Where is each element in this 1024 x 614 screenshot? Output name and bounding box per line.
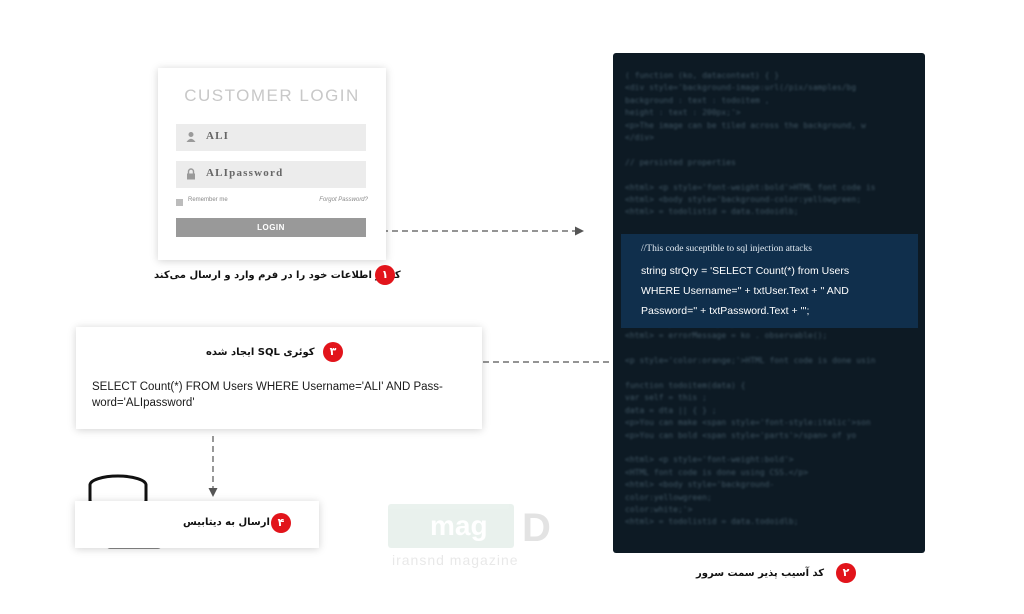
background-code-line: background : text : todoitem , <box>625 95 770 105</box>
watermark-box <box>388 504 514 548</box>
step4-badge: ۴ <box>271 513 291 533</box>
background-code-line: <html> = errorMessage = ko . observable(… <box>625 331 828 341</box>
background-code-line: <p>The image can be tiled across the bac… <box>625 120 866 130</box>
step2-caption: کد آسیب پذیر سمت سرور <box>696 568 825 579</box>
step3-badge: ۳ <box>323 342 343 362</box>
code-comment: //This code suceptible to sql injection … <box>641 244 812 254</box>
background-code-line: color:white;'> <box>625 505 693 514</box>
forgot-password-link[interactable]: Forgot Password? <box>319 197 368 203</box>
background-code-line: // persisted properties <box>625 157 736 167</box>
database-card-label: ارسال به دیتابیس <box>183 517 270 528</box>
watermark-logo: mag D iransnd magazine <box>388 504 568 574</box>
arrowhead-right <box>575 226 584 236</box>
password-field[interactable]: ALIpassword <box>176 161 366 188</box>
login-button[interactable]: LOGIN <box>176 218 366 237</box>
background-code-line: <div style='background-image:url(/pix/sa… <box>625 83 857 93</box>
background-code-line: <p>You can bold <span style='parts'>/spa… <box>625 430 857 440</box>
arrowhead-down <box>208 488 218 497</box>
remember-me-checkbox[interactable] <box>176 199 183 206</box>
background-code-line: <p style='color:orange;'>HTML font code … <box>625 356 876 366</box>
background-code-line: <html> <body style='background-color:yel… <box>625 195 862 204</box>
background-code-line: <html> = todolistid = data.todoidlb; <box>625 207 799 217</box>
remember-me-label: Remember me <box>188 197 228 203</box>
server-code-panel: ( function (ko, datacontext) { } <div st… <box>613 53 925 553</box>
login-form-card: CUSTOMER LOGIN ALI ALIpassword Remember … <box>158 68 386 260</box>
background-code-line: <p>You can make <span style='font-style:… <box>625 418 871 428</box>
code-line-3: Password='' + txtPassword.Text + '''; <box>641 305 810 317</box>
background-code-line: color:yellowgreen; <box>625 492 712 502</box>
sql-query-text: SELECT Count(*) FROM Users WHERE Usernam… <box>92 381 443 409</box>
background-code-line: ( function (ko, datacontext) { } <box>625 71 780 80</box>
username-field[interactable]: ALI <box>176 124 366 151</box>
background-code-line: var self = this ; <box>625 393 707 403</box>
password-value: ALIpassword <box>206 167 284 179</box>
username-value: ALI <box>206 130 230 142</box>
step1-badge: ۱ <box>375 265 395 285</box>
step1-caption: کاربر اطلاعات خود را در فرم وارد و ارسال… <box>154 270 401 281</box>
code-line-1: string strQry = 'SELECT Count(*) from Us… <box>641 265 850 277</box>
code-line-2: WHERE Username='' + txtUser.Text + '' AN… <box>641 285 849 297</box>
lock-icon <box>187 168 195 180</box>
background-code-line: data = dta || { } ; <box>625 405 717 415</box>
database-card: ارسال به دیتابیس ۴ <box>75 501 319 548</box>
sql-query-card: کوئری SQL ایجاد شده ۳ SELECT Count(*) FR… <box>76 327 482 429</box>
background-code-line: function todoitem(data) { <box>625 381 746 390</box>
background-code-line: <html> <p style='font-weight:bold'>HTML … <box>625 182 876 192</box>
watermark-letter: D <box>522 506 551 550</box>
background-code-line: </div> <box>625 133 654 142</box>
vulnerable-code-block: //This code suceptible to sql injection … <box>621 234 918 328</box>
sql-card-title: کوئری SQL ایجاد شده <box>206 347 315 358</box>
background-code-line: <HTML font code is done using CSS.</p> <box>625 467 809 477</box>
background-code-line: <html> = todolistid = data.todoidlb; <box>625 517 799 527</box>
background-code-line: height : text : 200px;'> <box>625 108 741 118</box>
user-icon <box>186 132 196 142</box>
watermark-mark: mag <box>430 510 488 541</box>
watermark-subtitle: iransnd magazine <box>392 552 519 568</box>
background-code-line: <html> <p style='font-weight:bold'> <box>625 455 794 465</box>
step2-badge: ۲ <box>836 563 856 583</box>
background-code-line: <html> <body style='background- <box>625 480 775 490</box>
login-title: CUSTOMER LOGIN <box>184 86 360 105</box>
